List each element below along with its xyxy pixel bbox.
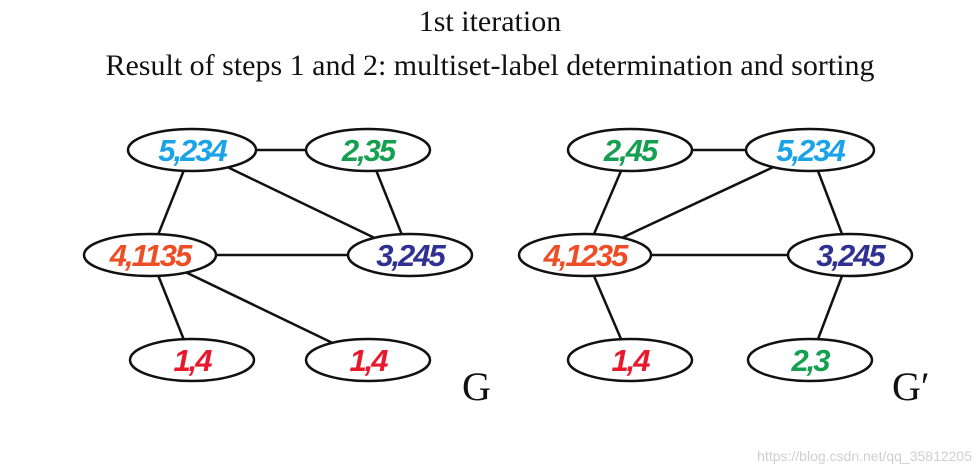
- node-label: 1,4: [611, 343, 650, 378]
- graph-1-node-f: 1,4: [304, 337, 432, 383]
- graph-1-node-c: 4,1135: [82, 232, 218, 278]
- node-label: 2,45: [603, 133, 659, 168]
- graph-1-label: G: [462, 364, 491, 409]
- graph-2-node-f: 2,3: [746, 337, 874, 383]
- node-label: 1,4: [173, 343, 212, 378]
- node-label: 2,3: [790, 343, 830, 378]
- graph-2-label: G′: [892, 364, 930, 409]
- graph-2-node-d: 3,245: [786, 232, 914, 278]
- node-label: 4,1235: [543, 238, 630, 273]
- diagram-title: 1st iteration: [418, 5, 562, 38]
- graph-1-node-a: 5,234: [126, 127, 258, 173]
- node-label: 5,234: [776, 133, 845, 168]
- node-label: 1,4: [349, 343, 388, 378]
- node-ellipse: [746, 337, 874, 383]
- graph-labels-layer: G G′: [462, 364, 930, 409]
- watermark: https://blog.csdn.net/qq_35812205: [757, 448, 972, 464]
- node-ellipse: [304, 127, 432, 173]
- graph-2-node-a: 2,45: [566, 127, 694, 173]
- graph-1-node-e: 1,4: [128, 337, 256, 383]
- node-ellipse: [304, 337, 432, 383]
- graph-2-node-e: 1,4: [566, 337, 694, 383]
- node-label: 5,234: [158, 133, 227, 168]
- node-ellipse: [126, 127, 258, 173]
- node-label: 3,245: [376, 238, 446, 273]
- graph-1-node-b: 2,35: [304, 127, 432, 173]
- graph-2-node-b: 5,234: [744, 127, 876, 173]
- edges-layer: [148, 148, 852, 362]
- node-ellipse: [517, 232, 653, 278]
- node-ellipse: [566, 127, 694, 173]
- node-ellipse: [346, 232, 474, 278]
- node-ellipse: [744, 127, 876, 173]
- node-label: 2,35: [341, 133, 397, 168]
- graph-2-node-c: 4,1235: [517, 232, 653, 278]
- node-ellipse: [786, 232, 914, 278]
- node-label: 3,245: [816, 238, 886, 273]
- nodes-layer: 5,234 2,35 4,1135 3,245 1,4 1,4 2,45 5,234 4,123…: [82, 127, 914, 383]
- node-ellipse: [566, 337, 694, 383]
- node-ellipse: [82, 232, 218, 278]
- node-ellipse: [128, 337, 256, 383]
- node-label: 4,1135: [109, 238, 193, 273]
- graph-1-node-d: 3,245: [346, 232, 474, 278]
- diagram-subtitle: Result of steps 1 and 2: multiset-label …: [105, 49, 875, 82]
